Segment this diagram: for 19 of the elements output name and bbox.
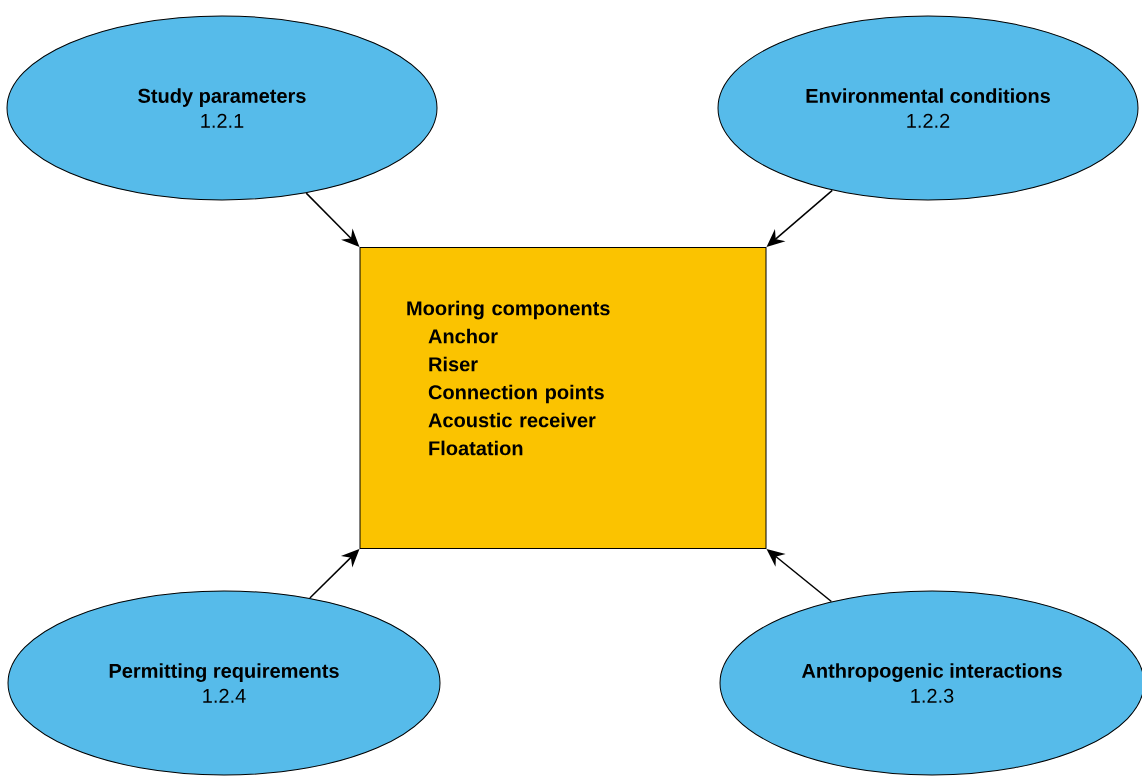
ellipse-heading: Environmental conditions xyxy=(806,88,1050,103)
ellipse-number: 1.2.1 xyxy=(201,113,244,128)
list-item: Acoustic receiver xyxy=(428,412,596,428)
ellipse-heading: Anthropogenic interactions xyxy=(801,663,1062,682)
box-heading: Mooring components xyxy=(407,300,610,320)
component-box xyxy=(359,247,767,549)
topic-ellipse xyxy=(719,590,1142,776)
ellipse-number: 1.2.2 xyxy=(907,113,950,128)
ellipse-number: 1.2.4 xyxy=(203,688,246,703)
ellipse-heading: Permitting requirements xyxy=(109,663,339,682)
ellipse-number: 1.2.3 xyxy=(911,688,954,703)
topic-ellipse xyxy=(717,15,1139,201)
topic-ellipse xyxy=(6,15,438,201)
ellipse-heading: Study parameters xyxy=(138,88,306,107)
topic-ellipse xyxy=(7,590,441,776)
list-item: Anchor xyxy=(428,328,498,344)
list-item: Riser xyxy=(429,356,478,372)
list-item: Floatation xyxy=(429,440,523,456)
list-item: Connection points xyxy=(428,384,604,404)
